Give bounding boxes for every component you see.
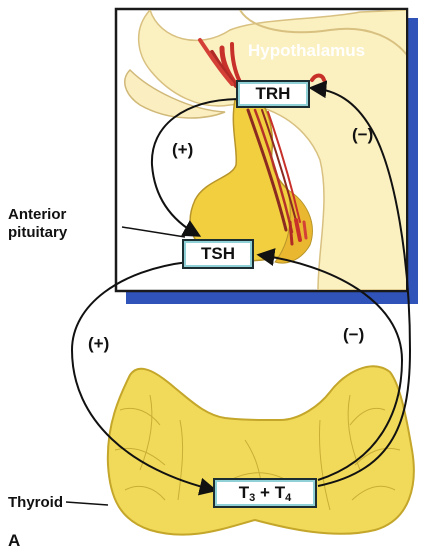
t3-t4-box: T3 + T4	[213, 478, 317, 508]
negative-feedback-lower: (−)	[343, 325, 364, 345]
t3-letter: T	[239, 483, 249, 502]
anterior-pituitary-label-line2: pituitary	[8, 224, 67, 242]
anterior-pituitary-label-line1: Anterior	[8, 206, 66, 224]
positive-feedback-lower: (+)	[88, 334, 109, 354]
t3-subscript: 3	[249, 492, 255, 504]
tsh-box: TSH	[182, 239, 254, 269]
positive-feedback-upper: (+)	[172, 140, 193, 160]
negative-feedback-upper: (−)	[352, 125, 373, 145]
plus-operator: +	[260, 483, 270, 502]
tsh-text: TSH	[201, 244, 235, 263]
thyroid-pointer	[66, 502, 108, 505]
t4-letter: T	[275, 483, 285, 502]
trh-box: TRH	[236, 80, 310, 108]
hypothalamus-label: Hypothalamus	[248, 42, 365, 60]
thyroid-label: Thyroid	[8, 494, 63, 512]
trh-text: TRH	[256, 84, 291, 103]
t4-subscript: 4	[285, 492, 291, 504]
panel-letter: A	[8, 532, 20, 550]
